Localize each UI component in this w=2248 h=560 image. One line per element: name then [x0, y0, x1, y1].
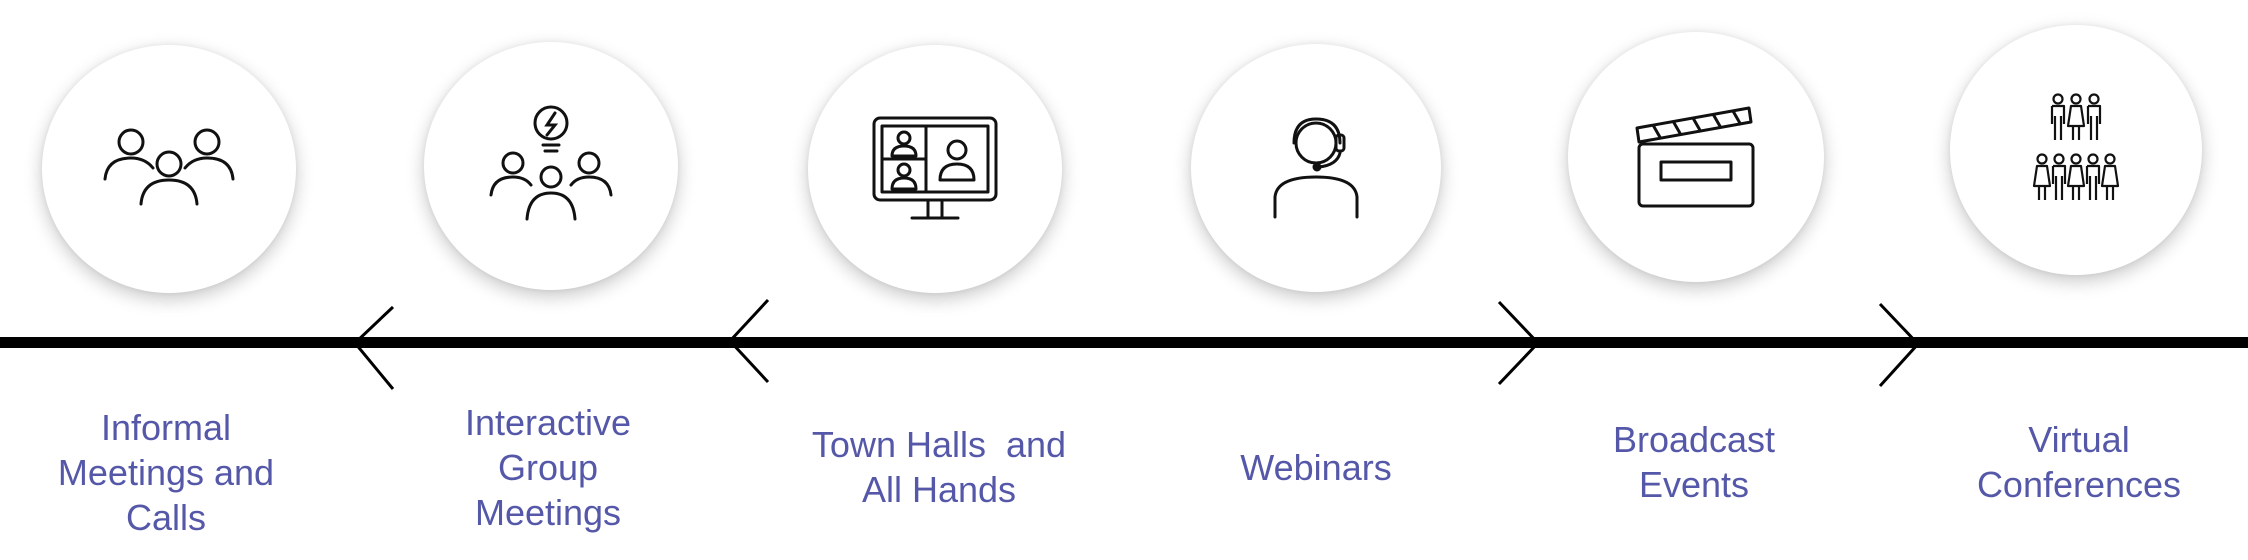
- lightbulb-group-icon: [489, 105, 613, 221]
- timeline-line: [0, 337, 2248, 348]
- video-conference-monitor-icon: [872, 116, 998, 220]
- stage-circle-virtual-conferences: [1950, 25, 2202, 275]
- chevron-left-icon: [727, 298, 770, 384]
- chevron-right-icon: [1497, 300, 1541, 386]
- group-meeting-icon: [103, 128, 235, 206]
- stage-label-webinars: Webinars: [1240, 447, 1392, 488]
- stage-circle-town-halls: [808, 45, 1062, 293]
- stage-circle-webinars: [1191, 44, 1441, 292]
- chevron-right-icon: [1878, 302, 1921, 388]
- stage-circle-interactive-group: [424, 42, 678, 290]
- crowd-icon: [2032, 93, 2120, 200]
- headset-person-icon: [1273, 117, 1359, 219]
- stage-circle-informal-meetings: [42, 45, 296, 293]
- stage-circle-broadcast-events: [1568, 32, 1824, 282]
- chevron-left-icon: [352, 305, 395, 390]
- clapperboard-icon: [1635, 106, 1755, 208]
